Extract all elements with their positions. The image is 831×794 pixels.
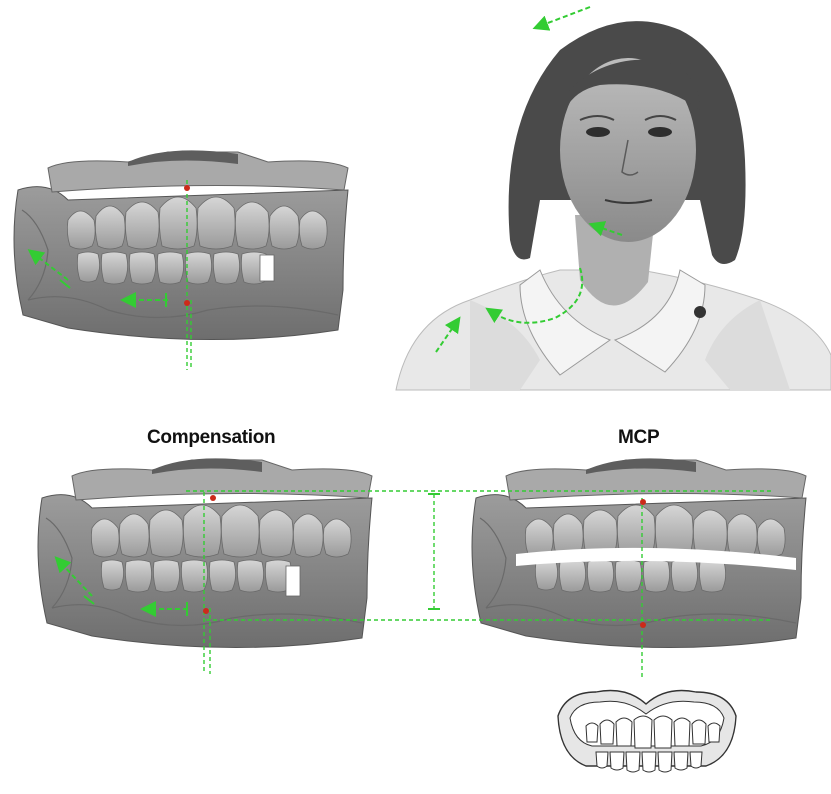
mcp-label: MCP bbox=[618, 427, 659, 449]
compensation-label: Compensation bbox=[147, 427, 275, 449]
dental-scan-top-left bbox=[14, 150, 348, 370]
marker-dot bbox=[203, 608, 209, 614]
denture-illustration bbox=[558, 691, 736, 773]
marker-dot bbox=[210, 495, 216, 501]
marker-dot bbox=[640, 622, 646, 628]
portrait-photo bbox=[396, 7, 831, 390]
marker-dot bbox=[640, 499, 646, 505]
marker-dot bbox=[184, 185, 190, 191]
marker-dot bbox=[184, 300, 190, 306]
